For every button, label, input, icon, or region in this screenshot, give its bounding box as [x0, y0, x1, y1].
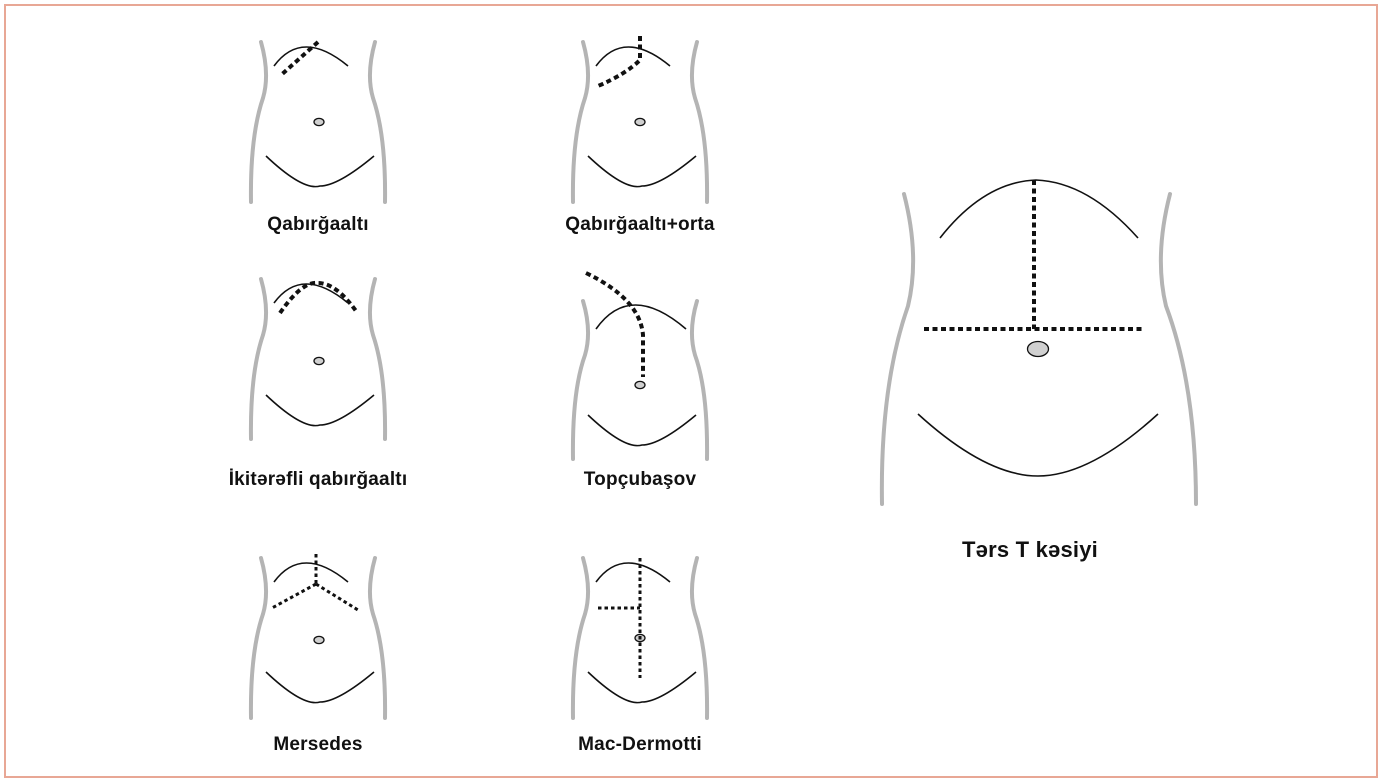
- label-topcubasov: Topçubaşov: [540, 469, 740, 491]
- figure-bilateral-subcostal: [248, 273, 388, 443]
- label-mercedes: Mersedes: [218, 734, 418, 756]
- figure-subcostal: [248, 36, 388, 206]
- label-mac-dermotti: Mac-Dermotti: [540, 734, 740, 756]
- figure-subcostal-midline: [570, 36, 710, 206]
- figure-mercedes: [248, 552, 388, 722]
- label-subcostal-midline: Qabırğaaltı+orta: [540, 214, 740, 236]
- figure-mac-dermotti: [570, 552, 710, 722]
- figure-topcubasov: [570, 273, 710, 443]
- figure-inverse-t: [876, 176, 1206, 508]
- label-inverse-t: Tərs T kəsiyi: [930, 537, 1130, 563]
- label-bilateral-subcostal: İkitərəfli qabırğaaltı: [168, 469, 468, 491]
- label-subcostal: Qabırğaaltı: [218, 214, 418, 236]
